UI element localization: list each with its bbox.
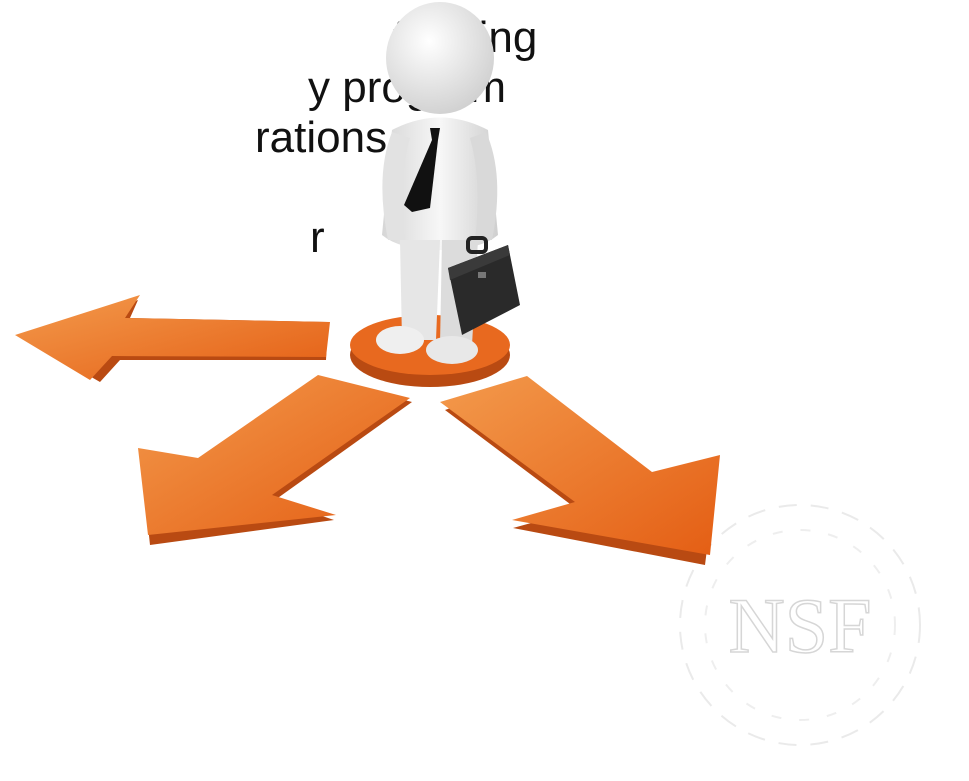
arrow-left <box>15 295 330 382</box>
nsf-watermark-text: NSF <box>728 582 871 669</box>
businessman-figure-icon <box>376 2 520 364</box>
text-line-3: rations. <box>255 113 400 162</box>
nsf-seal: NSF <box>679 504 921 746</box>
text-line-5: r <box>310 213 325 262</box>
arrow-down-left <box>138 375 412 545</box>
arrow-down-right <box>440 376 720 565</box>
necktie-icon <box>404 128 440 212</box>
briefcase-icon <box>448 236 520 335</box>
